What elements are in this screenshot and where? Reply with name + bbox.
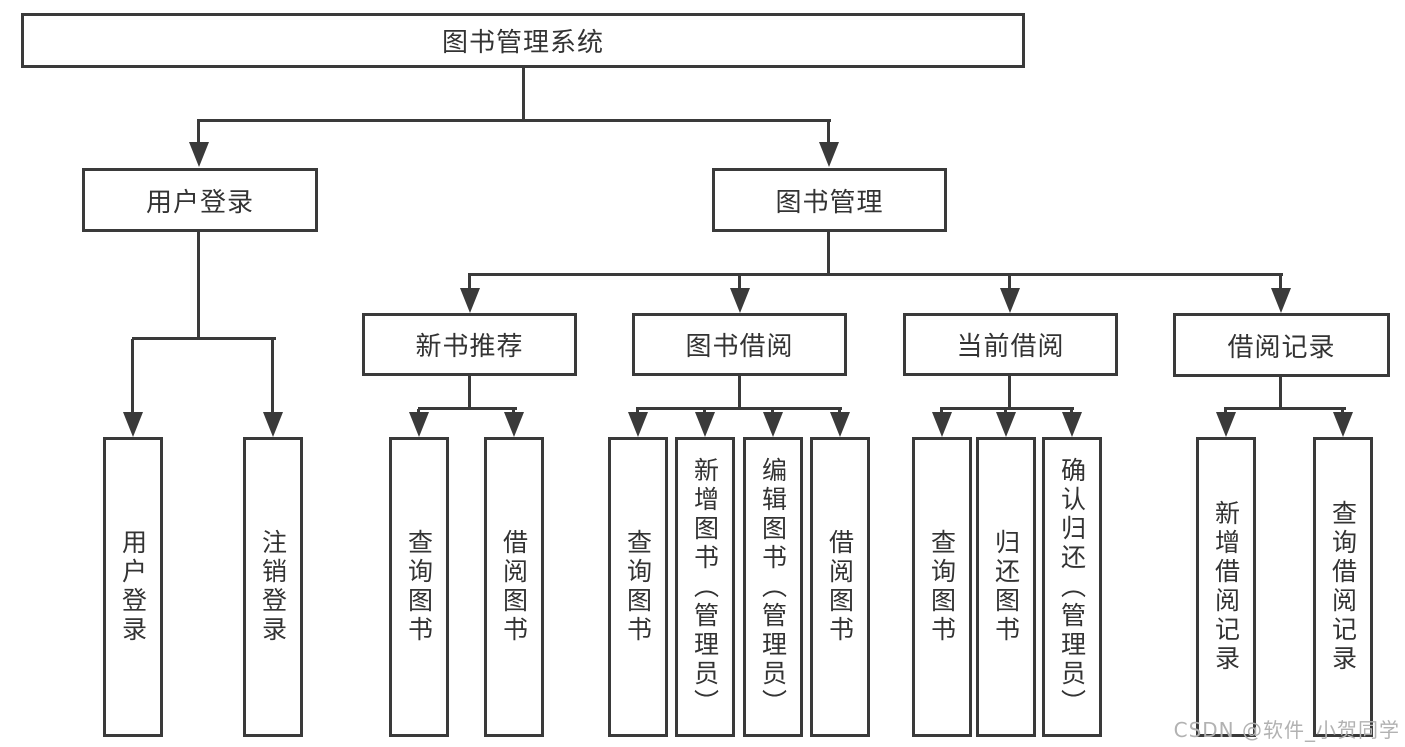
arrow-down-icon bbox=[819, 142, 839, 167]
connector bbox=[131, 339, 134, 413]
node-book-management: 图书管理 bbox=[712, 168, 947, 232]
connector bbox=[636, 407, 842, 410]
node-current-borrowing: 当前借阅 bbox=[903, 313, 1118, 376]
arrow-down-icon bbox=[409, 412, 429, 437]
connector bbox=[418, 407, 517, 410]
node-borrowing-records: 借阅记录 bbox=[1173, 313, 1390, 377]
leaf-confirm-return-admin: 确认归还（管理员） bbox=[1042, 437, 1102, 737]
leaf-query-borrow-record: 查询借阅记录 bbox=[1313, 437, 1373, 737]
connector bbox=[1008, 376, 1011, 410]
arrow-down-icon bbox=[1333, 412, 1353, 437]
arrow-down-icon bbox=[123, 412, 143, 437]
arrow-down-icon bbox=[460, 288, 480, 313]
connector bbox=[271, 339, 274, 413]
arrow-down-icon bbox=[263, 412, 283, 437]
arrow-down-icon bbox=[932, 412, 952, 437]
arrow-down-icon bbox=[1216, 412, 1236, 437]
leaf-borrow-books: 借阅图书 bbox=[810, 437, 870, 737]
connector bbox=[1279, 275, 1282, 289]
arrow-down-icon bbox=[996, 412, 1016, 437]
leaf-newbook-borrow-books: 借阅图书 bbox=[484, 437, 544, 737]
leaf-logout: 注销登录 bbox=[243, 437, 303, 737]
connector bbox=[197, 121, 200, 143]
connector bbox=[738, 376, 741, 410]
connector bbox=[1279, 377, 1282, 410]
leaf-return-books: 归还图书 bbox=[976, 437, 1036, 737]
leaf-current-query-books: 查询图书 bbox=[912, 437, 972, 737]
csdn-watermark: CSDN @软件_小贺同学 bbox=[1173, 718, 1400, 742]
leaf-add-books-admin: 新增图书（管理员） bbox=[675, 437, 735, 737]
connector bbox=[1008, 275, 1011, 289]
connector bbox=[468, 273, 1283, 276]
arrow-down-icon bbox=[1062, 412, 1082, 437]
leaf-edit-books-admin: 编辑图书（管理员） bbox=[743, 437, 803, 737]
connector bbox=[1224, 407, 1346, 410]
arrow-down-icon bbox=[628, 412, 648, 437]
node-user-login: 用户登录 bbox=[82, 168, 318, 232]
arrow-down-icon bbox=[1271, 288, 1291, 313]
connector bbox=[738, 275, 741, 289]
arrow-down-icon bbox=[730, 288, 750, 313]
connector bbox=[197, 119, 831, 122]
node-book-borrowing: 图书借阅 bbox=[632, 313, 847, 376]
node-new-book-recommend: 新书推荐 bbox=[362, 313, 577, 376]
leaf-add-borrow-record: 新增借阅记录 bbox=[1196, 437, 1256, 737]
arrow-down-icon bbox=[830, 412, 850, 437]
arrow-down-icon bbox=[189, 142, 209, 167]
connector bbox=[827, 121, 830, 143]
connector bbox=[827, 232, 830, 276]
connector bbox=[468, 275, 471, 289]
node-library-management-system: 图书管理系统 bbox=[21, 13, 1025, 68]
arrow-down-icon bbox=[695, 412, 715, 437]
connector bbox=[468, 376, 471, 410]
leaf-borrowing-query-books: 查询图书 bbox=[608, 437, 668, 737]
arrow-down-icon bbox=[1000, 288, 1020, 313]
connector bbox=[197, 232, 200, 340]
connector bbox=[522, 68, 525, 122]
leaf-user-login: 用户登录 bbox=[103, 437, 163, 737]
connector bbox=[132, 337, 276, 340]
leaf-newbook-query-books: 查询图书 bbox=[389, 437, 449, 737]
arrow-down-icon bbox=[504, 412, 524, 437]
connector bbox=[940, 407, 1074, 410]
arrow-down-icon bbox=[763, 412, 783, 437]
